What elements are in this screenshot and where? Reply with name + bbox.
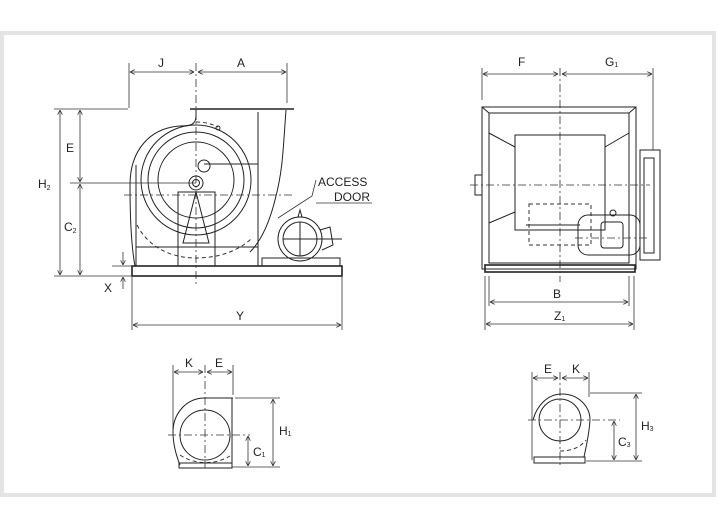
dim-label-k-r: K: [572, 362, 580, 376]
dim-label-g1: G1: [605, 55, 618, 69]
dim-label-b: B: [553, 287, 561, 301]
dim-label-h2: H2: [38, 177, 51, 192]
dim-label-h3: H3: [641, 419, 654, 433]
small-view-right: E K H3 C3: [528, 362, 654, 466]
dim-label-e: E: [66, 141, 74, 155]
dim-label-a: A: [237, 56, 245, 70]
pedestal: [177, 191, 216, 267]
dim-label-z1: Z1: [554, 309, 565, 323]
pulley: [639, 149, 661, 261]
front-view: F G1 B Z1: [470, 55, 661, 330]
dim-label-e-r: E: [544, 362, 552, 376]
access-door-label-2: DOOR: [334, 190, 370, 204]
dim-label-x: X: [104, 281, 112, 295]
dim-label-y: Y: [236, 309, 244, 323]
dim-label-h1: H1: [279, 424, 292, 438]
side-view: J A: [38, 56, 372, 330]
small-scroll-r: [532, 393, 591, 458]
dim-label-j: J: [158, 56, 164, 70]
impeller-outer: [140, 124, 252, 236]
access-door-leader: [277, 179, 317, 219]
dim-label-f: F: [518, 55, 525, 69]
small-scroll: [172, 397, 233, 466]
dim-label-c2: C2: [64, 220, 77, 235]
dim-label-c1: C1: [253, 445, 266, 459]
access-door-label-1: ACCESS: [318, 175, 367, 189]
inlet: [514, 134, 606, 231]
dim-label-c3: C3: [618, 435, 631, 449]
front-base: [484, 264, 636, 273]
base-frame: [131, 265, 343, 277]
motor-front: [577, 214, 641, 256]
small-view-left: K E H1 C1: [168, 356, 292, 469]
dim-label-k: K: [185, 356, 193, 370]
dim-label-e-small: E: [215, 356, 223, 370]
